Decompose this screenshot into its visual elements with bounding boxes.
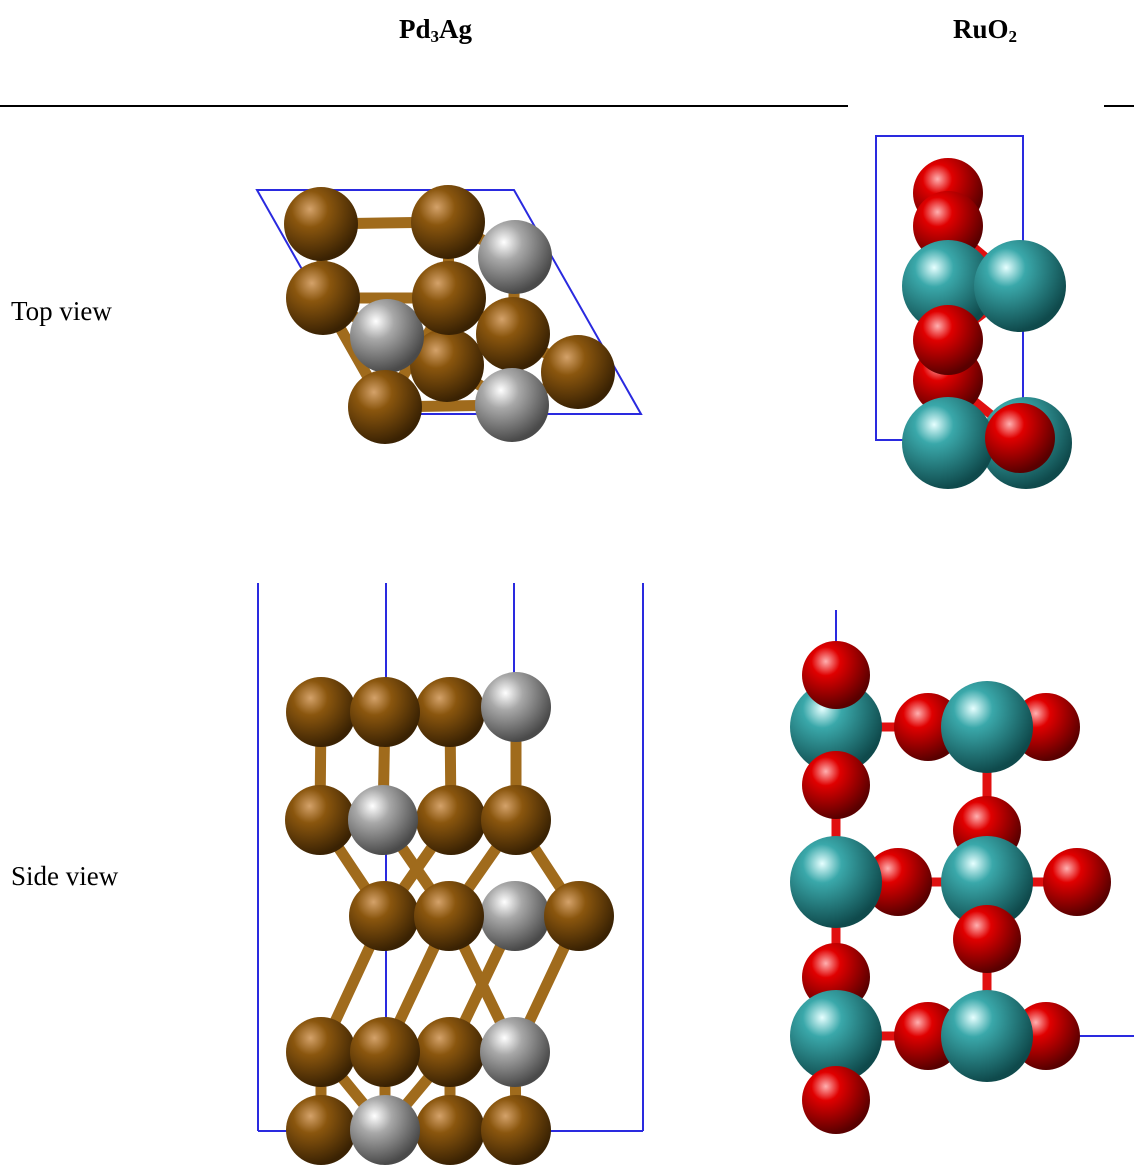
row-label-side-view: Side view — [11, 861, 119, 891]
o-atom — [802, 751, 870, 819]
pd-atom — [286, 1095, 356, 1165]
pd-atom — [350, 1017, 420, 1087]
ag-atom — [350, 1095, 420, 1165]
header-ruo2-sub: 2 — [1008, 27, 1018, 46]
atoms-side — [285, 672, 614, 1165]
header-ruo2-main: RuO — [953, 14, 1009, 44]
pd-atom — [541, 335, 615, 409]
header-ruo2: RuO2 — [953, 14, 1017, 47]
ruo2-side-view — [790, 610, 1134, 1134]
o-atom — [802, 641, 870, 709]
ag-atom — [478, 220, 552, 294]
ru-atom — [941, 836, 1033, 928]
atoms-top — [284, 185, 615, 444]
pd-atom — [411, 185, 485, 259]
ru-atom — [941, 681, 1033, 773]
row-label-top-view: Top view — [11, 296, 112, 326]
pd-atom — [414, 881, 484, 951]
ru-atom — [941, 990, 1033, 1082]
o-atom — [985, 403, 1055, 473]
ru-atom — [902, 397, 994, 489]
pd-atom — [412, 261, 486, 335]
pd-atom — [476, 297, 550, 371]
pd-atom — [286, 1017, 356, 1087]
pd-atom — [415, 1095, 485, 1165]
header-pd3ag-sub: 3 — [430, 27, 440, 46]
ag-atom — [480, 881, 550, 951]
pd-atom — [481, 785, 551, 855]
ag-atom — [475, 368, 549, 442]
ag-atom — [481, 672, 551, 742]
o-atom — [864, 848, 932, 916]
pd-atom — [284, 187, 358, 261]
pd-atom — [348, 370, 422, 444]
header-pd3ag-tail: Ag — [439, 14, 473, 44]
ru-atom — [790, 990, 882, 1082]
pd-atom — [416, 785, 486, 855]
o-atom — [802, 1066, 870, 1134]
pd-atom — [285, 785, 355, 855]
pd-atom — [349, 881, 419, 951]
atoms-ruo2-side — [790, 641, 1111, 1134]
ruo2-top-view — [875, 135, 1072, 489]
pd3ag-side-view — [257, 583, 644, 1165]
pd-atom — [350, 677, 420, 747]
header-rule-right — [1104, 105, 1134, 107]
atoms-ruo2-top — [902, 158, 1072, 489]
o-atom — [953, 905, 1021, 973]
ru-atom — [902, 240, 994, 332]
ru-atom — [974, 240, 1066, 332]
ru-atom — [790, 681, 882, 773]
pd-atom — [286, 261, 360, 335]
pd-atom — [544, 881, 614, 951]
ru-atom — [790, 836, 882, 928]
pd-atom — [286, 677, 356, 747]
ag-atom — [480, 1017, 550, 1087]
pd-atom — [415, 677, 485, 747]
header-rule-left — [0, 105, 848, 107]
pd-atom — [481, 1095, 551, 1165]
pd-atom — [415, 1017, 485, 1087]
pd3ag-top-view — [255, 185, 643, 444]
o-atom — [913, 305, 983, 375]
ag-atom — [350, 299, 424, 373]
pd-atom — [410, 328, 484, 402]
o-atom — [1043, 848, 1111, 916]
header-pd3ag: Pd3Ag — [399, 14, 472, 47]
ag-atom — [348, 785, 418, 855]
header-pd3ag-main: Pd — [399, 14, 431, 44]
